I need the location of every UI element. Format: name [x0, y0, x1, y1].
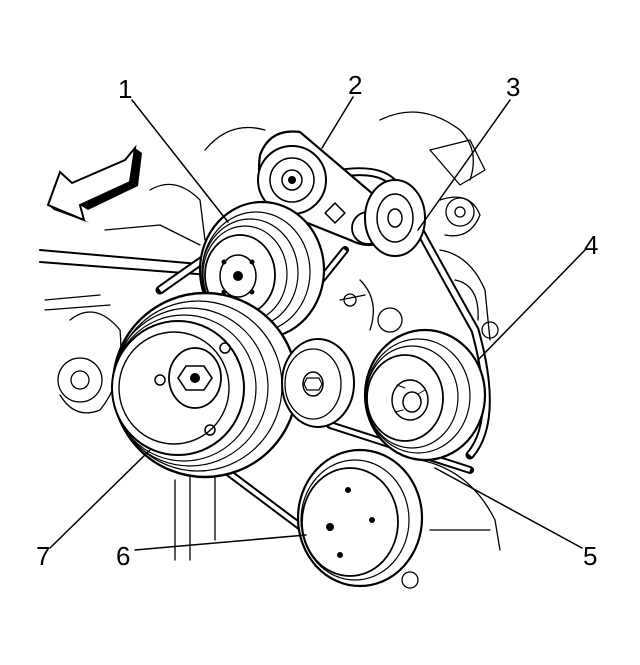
- idler-pulley-upper: [364, 179, 426, 257]
- idler-pulley-middle: [281, 338, 355, 428]
- callout-6: 6: [116, 541, 130, 571]
- callout-5: 5: [583, 541, 597, 571]
- callout-4: 4: [584, 230, 598, 260]
- callout-leaders: [49, 96, 586, 551]
- callout-2: 2: [348, 70, 362, 100]
- belt-tensioner: [257, 130, 391, 247]
- callout-1: 1: [118, 74, 132, 104]
- right-grooved-pulley: [363, 328, 487, 462]
- callout-3: 3: [506, 72, 520, 102]
- direction-arrow-icon: [46, 144, 142, 223]
- crankshaft-pulley: [111, 291, 299, 479]
- lower-pulley: [296, 448, 424, 588]
- callout-7: 7: [36, 541, 50, 571]
